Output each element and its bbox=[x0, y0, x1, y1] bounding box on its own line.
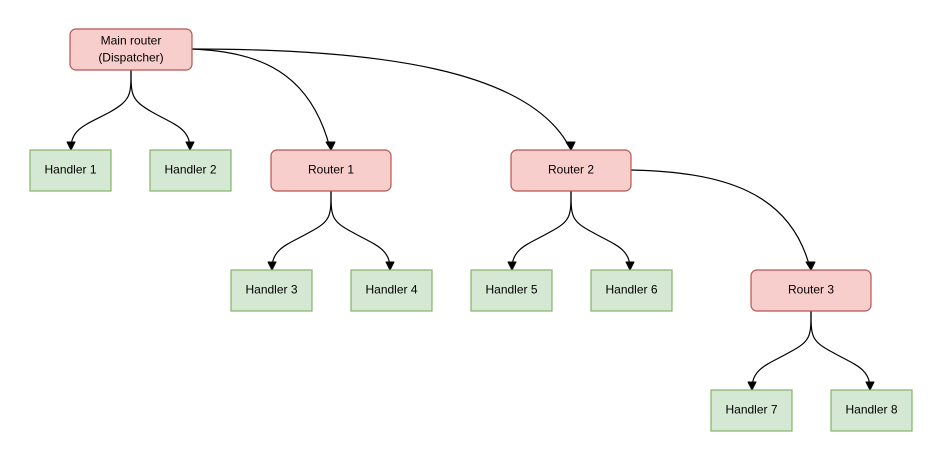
edge-main-to-router-2-line bbox=[191, 48, 571, 149]
nodes-layer: Main router(Dispatcher) Handler 1 Handler … bbox=[29, 28, 913, 432]
node-handler-6[interactable]: Handler 6 bbox=[590, 269, 673, 312]
arrow-icon bbox=[185, 141, 195, 151]
node-main-router[interactable]: Main router(Dispatcher) bbox=[69, 28, 193, 71]
edge-main-to-handler-2-line bbox=[130, 69, 191, 149]
edge-router-2-to-handler-6-line bbox=[570, 190, 631, 269]
node-router-2[interactable]: Router 2 bbox=[510, 149, 632, 192]
edge-router-2-to-router-3 bbox=[630, 169, 816, 271]
edge-router-1-to-handler-3 bbox=[267, 190, 332, 271]
arrow-icon bbox=[507, 261, 517, 271]
node-handler-8[interactable]: Handler 8 bbox=[830, 389, 913, 432]
edge-router-2-to-router-3-line bbox=[630, 169, 811, 269]
edge-router-1-to-handler-4 bbox=[330, 190, 395, 271]
edge-router-1-to-handler-4-line bbox=[330, 190, 391, 269]
edge-router-3-to-handler-8-line bbox=[810, 310, 871, 389]
node-router-3-shape[interactable] bbox=[750, 269, 872, 312]
node-handler-3-shape[interactable] bbox=[230, 269, 313, 312]
node-router-2-shape[interactable] bbox=[510, 149, 632, 192]
edge-main-to-handler-2 bbox=[130, 69, 195, 151]
edge-router-2-to-handler-5 bbox=[507, 190, 572, 271]
edge-main-to-router-1-line bbox=[191, 48, 331, 149]
arrow-icon bbox=[565, 141, 576, 151]
node-handler-8-shape[interactable] bbox=[830, 389, 913, 432]
arrow-icon bbox=[267, 261, 277, 271]
edge-main-to-router-2 bbox=[191, 48, 576, 151]
node-router-1[interactable]: Router 1 bbox=[270, 149, 392, 192]
arrow-icon bbox=[805, 261, 816, 271]
edge-main-to-router-1 bbox=[191, 48, 336, 151]
node-handler-6-shape[interactable] bbox=[590, 269, 673, 312]
node-router-3[interactable]: Router 3 bbox=[750, 269, 872, 312]
edge-main-to-handler-1-line bbox=[70, 69, 132, 149]
node-handler-3[interactable]: Handler 3 bbox=[230, 269, 313, 312]
node-handler-7[interactable]: Handler 7 bbox=[710, 389, 793, 432]
arrow-icon bbox=[625, 261, 635, 271]
arrow-icon bbox=[66, 141, 76, 151]
node-handler-1-shape[interactable] bbox=[29, 149, 112, 192]
node-handler-1[interactable]: Handler 1 bbox=[29, 149, 112, 192]
edge-router-3-to-handler-7-line bbox=[751, 310, 812, 389]
arrow-icon bbox=[747, 381, 757, 391]
node-main-router-shape[interactable] bbox=[69, 28, 193, 71]
node-handler-2-shape[interactable] bbox=[149, 149, 232, 192]
node-router-1-shape[interactable] bbox=[270, 149, 392, 192]
node-handler-7-shape[interactable] bbox=[710, 389, 793, 432]
edge-main-to-handler-1 bbox=[66, 69, 132, 151]
node-handler-5-shape[interactable] bbox=[470, 269, 553, 312]
node-handler-5[interactable]: Handler 5 bbox=[470, 269, 553, 312]
node-handler-4-shape[interactable] bbox=[350, 269, 433, 312]
edge-router-2-to-handler-6 bbox=[570, 190, 635, 271]
node-handler-2[interactable]: Handler 2 bbox=[149, 149, 232, 192]
edges-layer bbox=[66, 48, 875, 391]
arrow-icon bbox=[325, 141, 336, 151]
edge-router-3-to-handler-8 bbox=[810, 310, 875, 391]
node-handler-4[interactable]: Handler 4 bbox=[350, 269, 433, 312]
arrow-icon bbox=[385, 261, 395, 271]
edge-router-3-to-handler-7 bbox=[747, 310, 812, 391]
edge-router-2-to-handler-5-line bbox=[511, 190, 572, 269]
arrow-icon bbox=[865, 381, 875, 391]
edge-router-1-to-handler-3-line bbox=[271, 190, 332, 269]
